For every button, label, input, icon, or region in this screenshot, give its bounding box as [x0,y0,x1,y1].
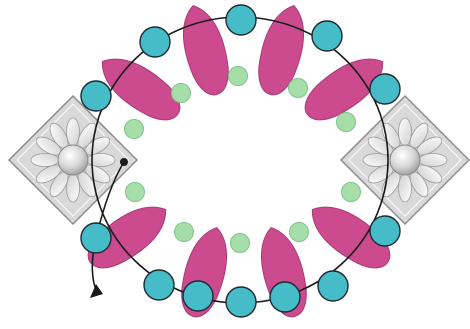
flower-petal [419,154,447,167]
green-seed-bead [126,183,145,202]
teal-round-bead [270,282,300,312]
flower-center [390,145,420,175]
green-seed-bead [337,113,356,132]
green-seed-bead [342,183,361,202]
teal-round-bead [140,27,170,57]
flower-petal [399,118,412,146]
flower-petal [363,154,391,167]
teal-round-bead [370,216,400,246]
thread-end-arrowhead [90,284,103,298]
thread-start-dot [120,158,128,166]
flower-center [58,145,88,175]
green-seed-bead [175,223,194,242]
teal-round-bead [81,223,111,253]
teal-round-bead [183,281,213,311]
teal-round-bead [226,287,256,317]
flower-connector [9,96,137,224]
teal-round-bead [226,5,256,35]
teal-round-bead [312,21,342,51]
teal-round-bead [81,81,111,111]
green-seed-bead [172,84,191,103]
teal-round-bead [144,270,174,300]
teal-round-bead [318,271,348,301]
green-seed-bead [289,79,308,98]
flower-petal [67,174,80,202]
green-seed-bead [125,120,144,139]
flower-petal [31,154,59,167]
flower-connector [341,96,469,224]
flower-petal [399,174,412,202]
flower-petal [67,118,80,146]
green-seed-bead [229,67,248,86]
green-seed-bead [290,223,309,242]
teal-round-bead [370,74,400,104]
green-seed-bead [231,234,250,253]
